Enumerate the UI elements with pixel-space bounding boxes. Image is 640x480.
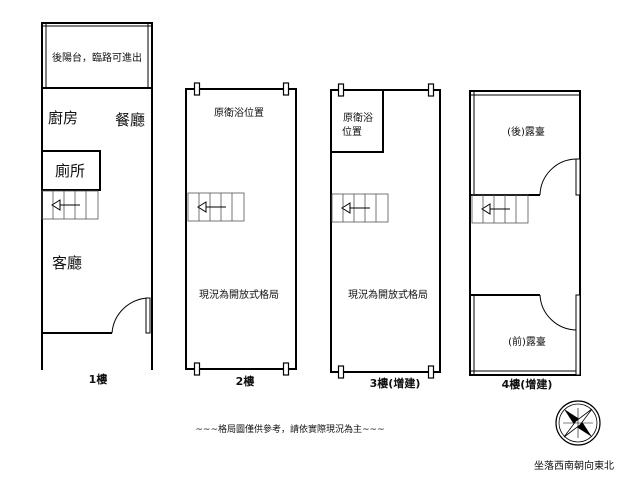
front-terrace-label: (前)露臺 <box>508 335 546 348</box>
floor-3-plan: 原衛浴 位置 現況為開放式格局 3樓(增建) <box>330 83 441 390</box>
rear-terrace-label: (後)露臺 <box>507 125 545 138</box>
stairs-icon <box>41 190 99 220</box>
rear-balcony-wall <box>41 22 153 89</box>
floor-4-label: 4樓(增建) <box>502 377 553 391</box>
open-layout-label: 現況為開放式格局 <box>199 288 279 301</box>
dining-label: 餐廳 <box>115 111 145 129</box>
floor-1-plan: 後陽台，臨路可進出 廚房 餐廳 廁所 客廳 1樓 <box>41 22 153 386</box>
orientation-label: 坐落西南朝向東北 <box>534 459 614 472</box>
original-bath-room <box>330 89 384 153</box>
open-layout-label: 現況為開放式格局 <box>348 288 428 301</box>
floor-4-plan: (後)露臺 (前)露臺 4樓(增建) <box>469 90 581 391</box>
stairs-icon <box>187 192 245 222</box>
kitchen-label: 廚房 <box>48 109 78 127</box>
footer-note: ~~~格局圖僅供參考，請依實際現況為主~~~ <box>195 423 384 435</box>
original-bath-label: 原衛浴位置 <box>214 106 264 119</box>
door-icon <box>539 158 577 196</box>
stairs-icon <box>331 193 389 223</box>
living-room-label: 客廳 <box>52 254 82 272</box>
door-icon <box>111 297 151 334</box>
toilet-label: 廁所 <box>55 162 85 180</box>
door-icon <box>539 294 577 331</box>
toilet-room <box>41 150 101 191</box>
original-bath-label-2: 位置 <box>342 125 362 138</box>
original-bath-label-1: 原衛浴 <box>343 111 373 124</box>
floor-2-label: 2樓 <box>236 374 255 388</box>
compass-icon <box>555 400 601 446</box>
rear-balcony-label: 後陽台，臨路可進出 <box>52 51 142 64</box>
floor-1-label: 1樓 <box>89 372 108 386</box>
floor-3-label: 3樓(增建) <box>370 376 421 390</box>
floor-2-plan: 原衛浴位置 現況為開放式格局 2樓 <box>185 82 297 388</box>
stairs-icon <box>471 194 529 224</box>
